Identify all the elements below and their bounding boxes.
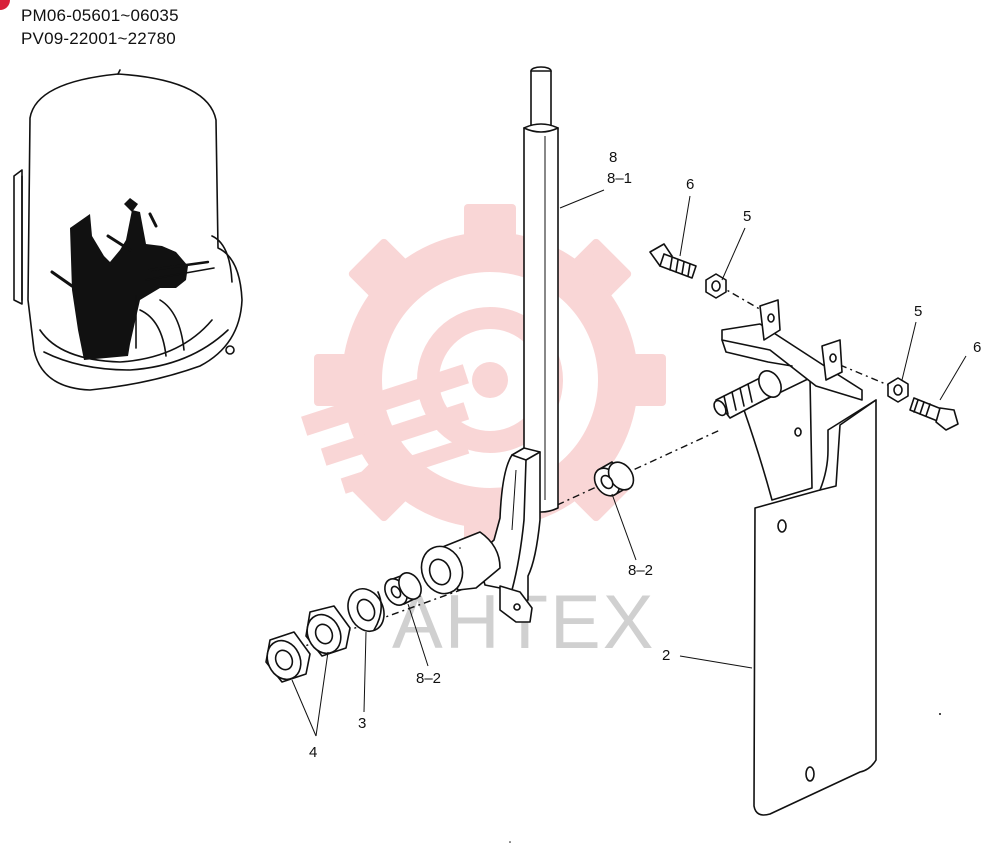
corner-badge-icon bbox=[0, 0, 10, 10]
callout-6-top: 6 bbox=[686, 176, 694, 193]
part-8-2-bushing-lower bbox=[384, 572, 422, 606]
serial-range-1: PM06-05601~06035 bbox=[21, 6, 179, 25]
machine-locator-thumbnail bbox=[13, 69, 243, 391]
callout-8-2-left: 8–2 bbox=[416, 670, 441, 687]
part-8-lever-arm bbox=[420, 447, 541, 623]
callout-8-1: 8–1 bbox=[607, 170, 632, 187]
part-6-bolt-right bbox=[909, 397, 959, 431]
watermark-gear-icon bbox=[301, 204, 666, 556]
callout-8: 8 bbox=[609, 149, 617, 166]
callout-2: 2 bbox=[662, 647, 670, 664]
serial-range-2: PV09-22001~22780 bbox=[21, 29, 176, 48]
callout-8-2-right: 8–2 bbox=[628, 562, 653, 579]
callout-3: 3 bbox=[358, 715, 366, 732]
part-4-nuts bbox=[265, 605, 351, 683]
callout-4: 4 bbox=[309, 744, 317, 761]
part-5-nut-top bbox=[705, 273, 727, 299]
callout-5-right: 5 bbox=[914, 303, 922, 320]
part-2-pedal-plate bbox=[713, 299, 877, 816]
callout-6-right: 6 bbox=[973, 339, 981, 356]
part-3-washer bbox=[347, 588, 385, 632]
callout-5-top: 5 bbox=[743, 208, 751, 225]
part-5-nut-right bbox=[887, 377, 909, 403]
part-8-2-bushing-upper bbox=[593, 461, 635, 497]
part-6-bolt-top bbox=[649, 243, 697, 279]
part-8-rod bbox=[523, 66, 559, 513]
